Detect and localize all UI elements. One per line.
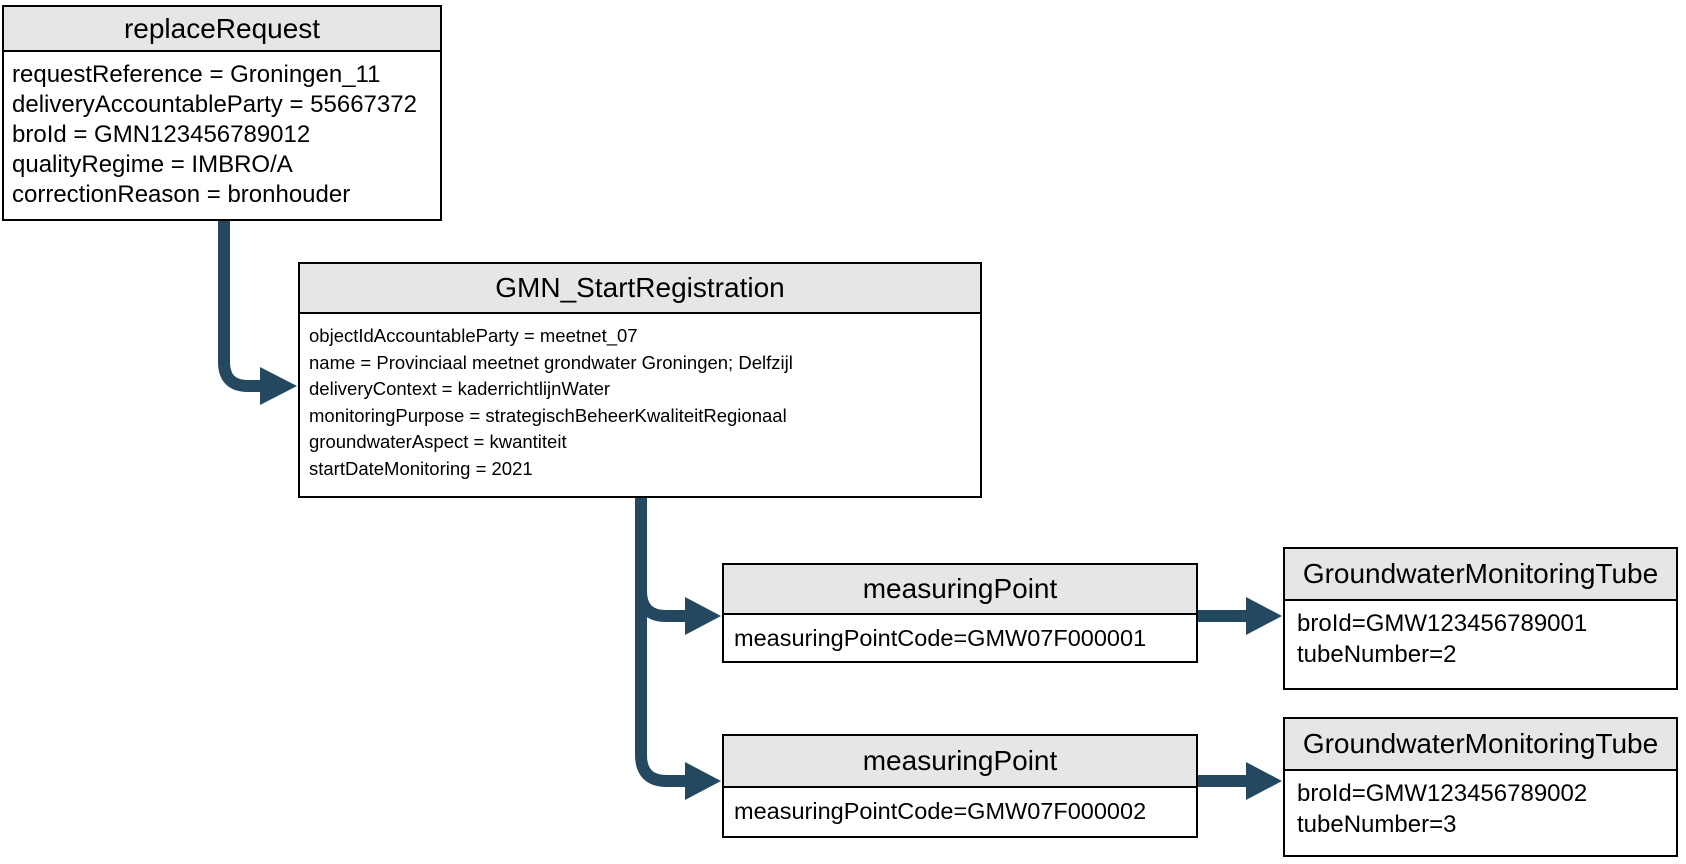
node-title: measuringPoint (862, 573, 1058, 604)
node-header: GMN_StartRegistration (300, 264, 980, 314)
attribute-line: qualityRegime = IMBRO/A (12, 151, 293, 178)
attribute-line: measuringPointCode=GMW07F000001 (734, 624, 1147, 651)
node-replacerequest: replaceRequest requestReference = Gronin… (2, 5, 442, 221)
node-body: requestReference = Groningen_11 delivery… (4, 52, 440, 210)
attribute-line: name = Provinciaal meetnet grondwater Gr… (309, 351, 793, 373)
edge-replacerequest-to-gmn-arrowhead-icon (260, 367, 297, 405)
node-gmn-startregistration: GMN_StartRegistration objectIdAccountabl… (298, 262, 982, 498)
attribute-line: broId=GMW123456789001 (1297, 610, 1588, 637)
edge-gmn-to-measuringpoint2-path (635, 498, 686, 787)
attribute-line: deliveryContext = kaderrichtlijnWater (309, 378, 611, 399)
node-body: broId=GMW123456789002 tubeNumber=3 (1285, 771, 1676, 840)
node-groundwatermonitoringtube-2: GroundwaterMonitoringTube broId=GMW12345… (1283, 717, 1678, 857)
attribute-line: broId=GMW123456789002 (1297, 780, 1588, 807)
edge-gmn-to-measuringpoint1-path (635, 498, 686, 622)
node-body: measuringPointCode=GMW07F000001 (724, 615, 1196, 661)
node-title: measuringPoint (862, 745, 1058, 776)
attribute-line: deliveryAccountableParty = 55667372 (12, 91, 417, 118)
node-title: GMN_StartRegistration (495, 272, 785, 303)
attribute-line: groundwaterAspect = kwantiteit (309, 431, 567, 452)
node-measuringpoint-1: measuringPoint measuringPointCode=GMW07F… (722, 563, 1198, 663)
node-header: GroundwaterMonitoringTube (1285, 719, 1676, 771)
edge-gmn-to-measuringpoint1-arrowhead-icon (685, 597, 721, 635)
edge-measuringpoint2-to-tube2-arrowhead-icon (1246, 762, 1282, 800)
node-title: GroundwaterMonitoringTube (1302, 728, 1659, 759)
edge-measuringpoint1-to-tube1-arrowhead-icon (1246, 597, 1282, 635)
edge-gmn-to-measuringpoint2-arrowhead-icon (685, 762, 721, 800)
node-body: broId=GMW123456789001 tubeNumber=2 (1285, 601, 1676, 670)
node-header: replaceRequest (4, 7, 440, 52)
node-title: GroundwaterMonitoringTube (1302, 558, 1659, 589)
node-body: measuringPointCode=GMW07F000002 (724, 788, 1196, 834)
attribute-line: measuringPointCode=GMW07F000002 (734, 797, 1147, 824)
attribute-line: broId = GMN123456789012 (12, 121, 311, 148)
attribute-line: requestReference = Groningen_11 (12, 61, 381, 88)
attribute-line: tubeNumber=3 (1297, 811, 1457, 838)
node-measuringpoint-2: measuringPoint measuringPointCode=GMW07F… (722, 734, 1198, 838)
node-title: replaceRequest (123, 12, 321, 44)
node-header: measuringPoint (724, 736, 1196, 788)
edge-replacerequest-to-gmn-path (218, 220, 261, 392)
attribute-line: correctionReason = bronhouder (12, 181, 351, 208)
node-header: GroundwaterMonitoringTube (1285, 549, 1676, 601)
attribute-line: objectIdAccountableParty = meetnet_07 (309, 325, 638, 346)
attribute-line: monitoringPurpose = strategischBeheerKwa… (309, 404, 787, 426)
node-groundwatermonitoringtube-1: GroundwaterMonitoringTube broId=GMW12345… (1283, 547, 1678, 690)
attribute-line: startDateMonitoring = 2021 (309, 457, 533, 479)
node-body: objectIdAccountableParty = meetnet_07 na… (300, 314, 980, 482)
node-header: measuringPoint (724, 565, 1196, 615)
attribute-line: tubeNumber=2 (1297, 641, 1457, 668)
